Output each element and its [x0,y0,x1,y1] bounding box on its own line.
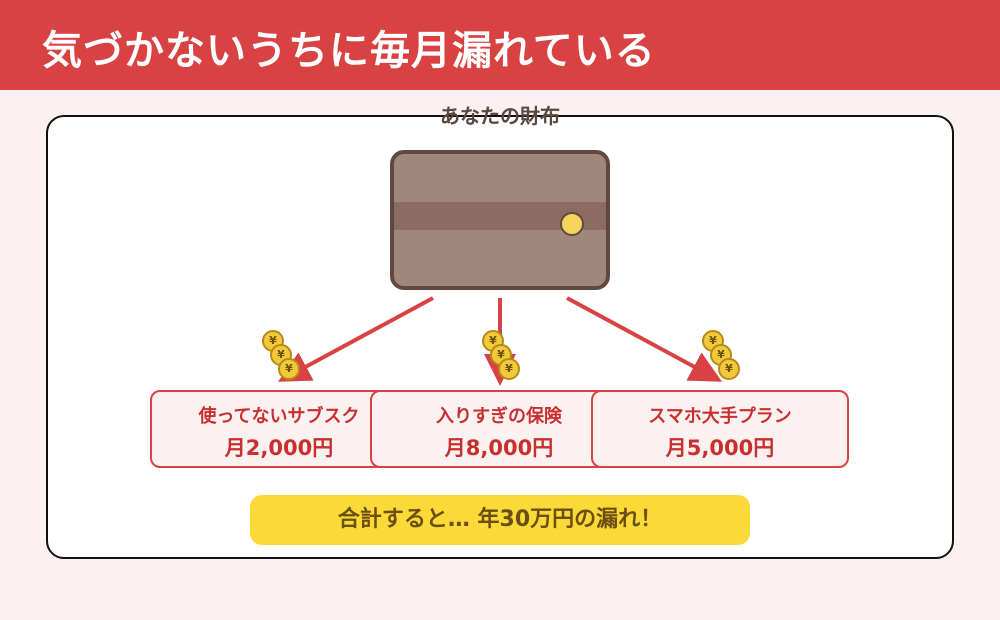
wallet-clasp [560,212,584,236]
arrow-right [566,296,723,382]
coin-icon: ¥ [498,358,520,380]
total-banner: 合計すると… 年30万円の漏れ！ [250,495,750,545]
leak-amount: 月2,000円 [224,436,334,460]
leak-amount: 月5,000円 [665,436,775,460]
leak-box-subscription: 使ってないサブスク 月2,000円 [150,390,408,468]
coin-icon: ¥ [278,358,300,380]
leak-name: 入りすぎの保険 [436,406,562,427]
coins-icon: ¥ ¥ ¥ [262,330,302,380]
coins-icon: ¥ ¥ ¥ [482,330,522,380]
leak-box-phone-plan: スマホ大手プラン 月5,000円 [591,390,849,468]
wallet-icon [390,150,610,290]
leak-name: スマホ大手プラン [648,406,792,427]
coins-icon: ¥ ¥ ¥ [702,330,742,380]
header-bar: 気づかないうちに毎月漏れている [0,0,1000,90]
page-title: 気づかないうちに毎月漏れている [42,28,656,74]
leak-amount: 月8,000円 [444,436,554,460]
coin-icon: ¥ [718,358,740,380]
wallet-label: あなたの財布 [440,104,560,128]
leak-name: 使ってないサブスク [198,406,360,427]
leak-box-insurance: 入りすぎの保険 月8,000円 [370,390,628,468]
arrow-left [277,296,434,382]
